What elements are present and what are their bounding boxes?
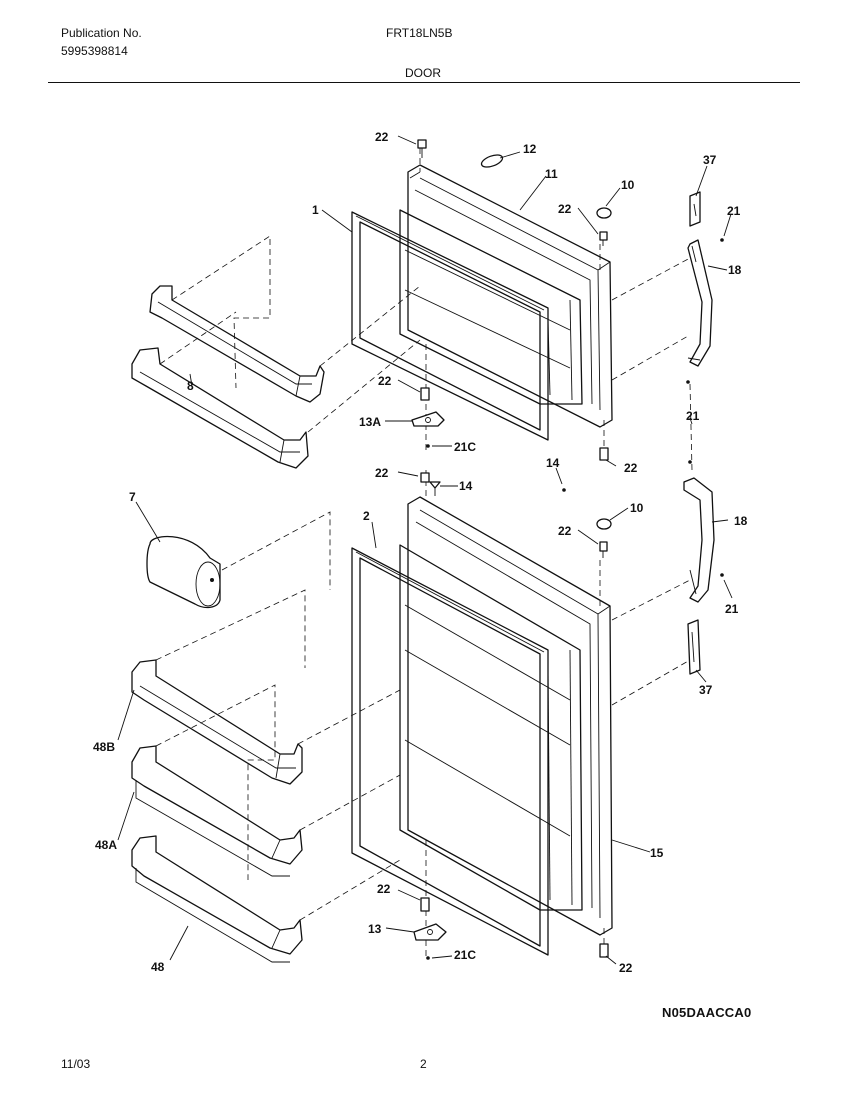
- screw-22-upper-bottom: [599, 447, 609, 461]
- handle-trim-37-top: [689, 191, 701, 227]
- callout-22-upper-hinge: 22: [378, 374, 392, 388]
- hinge-bushing-13: [413, 923, 447, 941]
- callout-22-upper-bottom: 22: [624, 461, 638, 475]
- fresh-food-door-gasket: [351, 547, 549, 956]
- header-rule: [48, 82, 800, 83]
- plug-12: [480, 154, 504, 168]
- callout-21c-upper: 21C: [454, 440, 476, 454]
- callout-10-lower: 10: [630, 501, 644, 515]
- callout-11: 11: [545, 167, 558, 181]
- callout-21-a: 21: [727, 204, 741, 218]
- callout-22-upper-right: 22: [558, 202, 572, 216]
- callout-12: 12: [523, 142, 537, 156]
- model-number: FRT18LN5B: [386, 26, 453, 40]
- callout-18-lower: 18: [734, 514, 748, 528]
- cap-10-lower: [596, 518, 612, 530]
- freezer-door-shelf-lower: [131, 347, 309, 469]
- screw-22-upper-right: [599, 231, 608, 246]
- callout-21-c: 21: [725, 602, 739, 616]
- hinge-bushing-13a: [411, 411, 445, 427]
- callout-22-top: 22: [375, 130, 389, 144]
- door-shelf-48: [131, 835, 303, 963]
- callout-14-mid: 14: [546, 456, 560, 470]
- screw-14-lower: [429, 481, 441, 496]
- callout-21c-lower: 21C: [454, 948, 476, 962]
- handle-trim-37-bottom: [687, 619, 701, 675]
- freezer-door-liner: [399, 209, 583, 405]
- fresh-food-door-liner: [399, 544, 583, 911]
- section-title: DOOR: [405, 66, 441, 80]
- door-shelf-48a: [131, 745, 303, 877]
- callout-22-lower-top: 22: [375, 466, 389, 480]
- callout-18-upper: 18: [728, 263, 742, 277]
- revision-date: 11/03: [61, 1057, 91, 1071]
- pin-21c-lower: [426, 956, 430, 960]
- dairy-compartment-7: [146, 535, 221, 609]
- callout-8: 8: [187, 379, 194, 393]
- callout-13: 13: [368, 922, 382, 936]
- diagram-code: N05DAACCA0: [662, 1005, 752, 1020]
- callout-1: 1: [312, 203, 319, 217]
- callout-2: 2: [363, 509, 370, 523]
- screw-14-mid: [562, 488, 566, 492]
- door-shelf-48b: [131, 659, 303, 785]
- pin-21c-upper: [426, 444, 430, 448]
- callout-22-lower-right: 22: [558, 524, 572, 538]
- callout-15: 15: [650, 846, 664, 860]
- publication-number: 5995398814: [61, 44, 128, 58]
- callout-22-lower-bottom: 22: [619, 961, 633, 975]
- screw-22-lower-bottom: [599, 943, 609, 958]
- leader-lines: [117, 135, 733, 965]
- callout-21-b: 21: [686, 409, 700, 423]
- callout-22-lower-hinge: 22: [377, 882, 391, 896]
- cap-10-upper: [596, 207, 612, 219]
- callout-13a: 13A: [359, 415, 381, 429]
- page-number: 2: [420, 1057, 427, 1071]
- freezer-door-shelf-upper: [149, 285, 325, 403]
- callout-14-lower: 14: [459, 479, 473, 493]
- screw-22-upper-hinge: [420, 387, 430, 401]
- fresh-food-handle-18: [683, 477, 715, 603]
- screw-22-lower-top: [420, 472, 430, 483]
- callout-37-bottom: 37: [699, 683, 713, 697]
- freezer-door-gasket: [351, 211, 549, 441]
- publication-label: Publication No.: [61, 26, 142, 40]
- callout-48: 48: [151, 960, 165, 974]
- fresh-food-door-outer-panel: [407, 496, 613, 936]
- callout-10-upper: 10: [621, 178, 635, 192]
- callout-7: 7: [129, 490, 136, 504]
- freezer-handle-18: [687, 239, 713, 367]
- screw-22-lower-hinge: [420, 897, 430, 912]
- callout-37-top: 37: [703, 153, 717, 167]
- callout-48a: 48A: [95, 838, 117, 852]
- screw-22-lower-right: [599, 541, 608, 558]
- screw-22-top: [417, 139, 427, 158]
- callout-48b: 48B: [93, 740, 115, 754]
